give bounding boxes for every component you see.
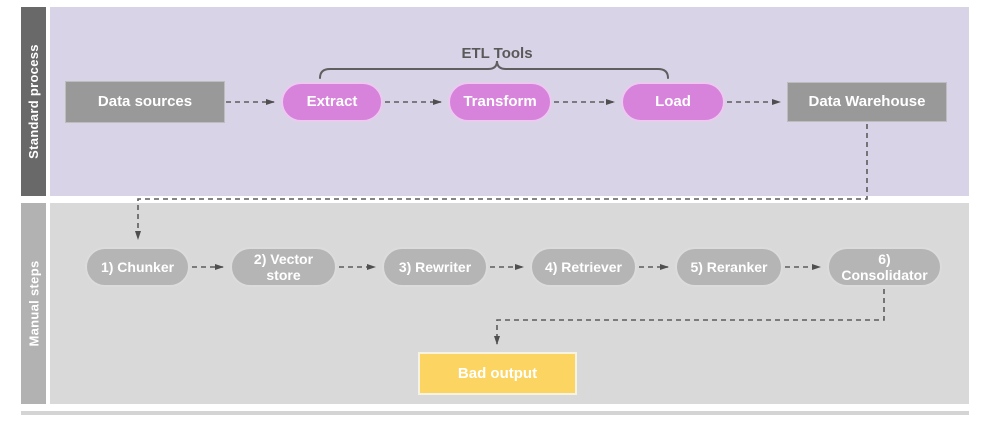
etl-tools-caption: ETL Tools	[461, 45, 533, 62]
lane-manual-steps-label: Manual steps	[26, 260, 41, 347]
node-reranker: 5) Reranker	[675, 247, 783, 287]
node-chunker: 1) Chunker	[85, 247, 190, 287]
node-consolidator: 6) Consolidator	[827, 247, 942, 287]
node-load: Load	[621, 82, 725, 122]
next-lane-edge	[21, 411, 969, 415]
node-vector-store: 2) Vector store	[230, 247, 337, 287]
node-retriever: 4) Retriever	[530, 247, 637, 287]
lane-manual-steps-header: Manual steps	[21, 203, 46, 404]
node-extract: Extract	[281, 82, 383, 122]
node-data-sources: Data sources	[65, 81, 225, 123]
node-data-warehouse: Data Warehouse	[787, 82, 947, 122]
node-transform: Transform	[448, 82, 552, 122]
lane-standard-process-label: Standard process	[26, 44, 41, 159]
node-rewriter: 3) Rewriter	[382, 247, 488, 287]
lane-standard-process-header: Standard process	[21, 7, 46, 196]
node-bad-output: Bad output	[418, 352, 577, 395]
